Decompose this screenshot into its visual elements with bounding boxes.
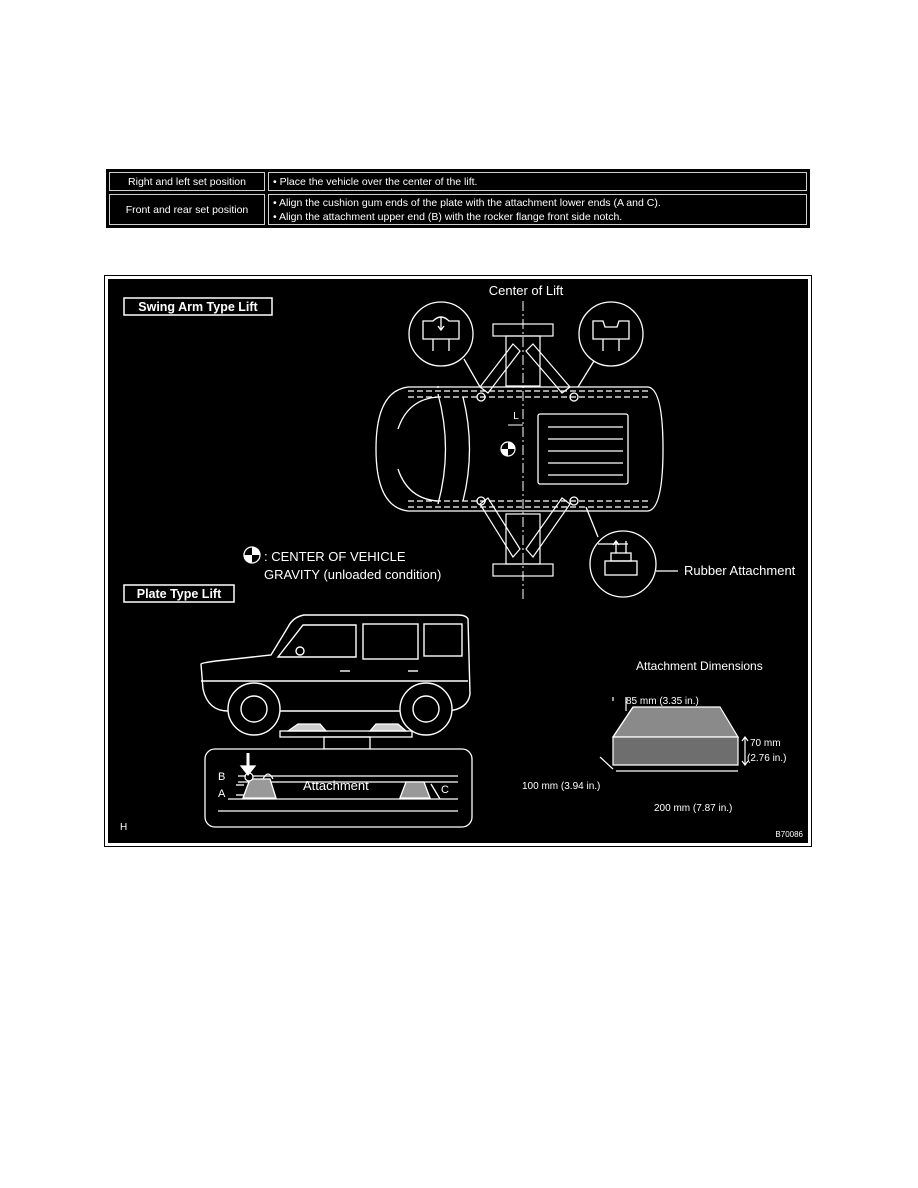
attachment-detail-box xyxy=(204,748,473,828)
dim-width-label: 200 mm (7.87 in.) xyxy=(654,803,732,814)
vehicle-side-view xyxy=(200,614,471,736)
plate-title: Plate Type Lift xyxy=(137,587,222,601)
lift-diagram-svg: Swing Arm Type Lift Center of Lift xyxy=(120,283,804,839)
dim-height-label-1: 70 mm xyxy=(750,738,781,749)
label-a: A xyxy=(218,788,226,800)
lift-diagram-figure: Swing Arm Type Lift Center of Lift xyxy=(104,275,812,847)
swing-arms xyxy=(479,343,571,559)
lift-post-top xyxy=(492,323,554,387)
plate-title-box: Plate Type Lift xyxy=(123,584,235,603)
gravity-legend-line2: GRAVITY (unloaded condition) xyxy=(264,567,441,582)
lift-post-bottom xyxy=(492,513,554,577)
attachment-label: Attachment xyxy=(303,778,369,793)
detail-circle-rubber xyxy=(585,506,678,598)
row-label: Right and left set position xyxy=(109,172,265,191)
row-value: • Align the cushion gum ends of the plat… xyxy=(268,194,807,225)
swing-arm-title-box: Swing Arm Type Lift xyxy=(123,297,273,316)
attachment-block-drawing xyxy=(599,697,749,772)
instruction-text: • Align the attachment upper end (B) wit… xyxy=(273,210,623,223)
l-dimension-label: L xyxy=(513,411,519,422)
vehicle-top-view xyxy=(375,386,664,512)
instruction-text: • Place the vehicle over the center of t… xyxy=(273,175,478,188)
gravity-symbol-vehicle xyxy=(500,441,516,457)
detail-circle-left xyxy=(408,301,481,388)
gravity-legend-icon xyxy=(243,546,261,564)
figure-code: B70086 xyxy=(775,830,803,839)
table-row: Front and rear set position • Align the … xyxy=(109,194,807,225)
row-label: Front and rear set position xyxy=(109,194,265,225)
corner-mark: H xyxy=(120,822,127,833)
instruction-text: • Align the cushion gum ends of the plat… xyxy=(273,196,661,209)
row-value: • Place the vehicle over the center of t… xyxy=(268,172,807,191)
gravity-legend-line1: : CENTER OF VEHICLE xyxy=(264,549,406,564)
dim-depth-label: 100 mm (3.94 in.) xyxy=(522,781,600,792)
center-of-lift-label: Center of Lift xyxy=(489,283,564,298)
dim-height-label-2: (2.76 in.) xyxy=(747,753,786,764)
lift-position-table: Right and left set position • Place the … xyxy=(106,169,810,228)
plate-lift xyxy=(279,723,413,750)
table-row: Right and left set position • Place the … xyxy=(109,172,807,191)
attachment-dimensions-title: Attachment Dimensions xyxy=(636,659,763,673)
detail-circle-right xyxy=(577,301,644,388)
label-b: B xyxy=(218,771,225,783)
dim-top-label: 85 mm (3.35 in.) xyxy=(626,696,699,707)
rubber-attachment-label: Rubber Attachment xyxy=(684,563,796,578)
label-c: C xyxy=(441,784,449,796)
swing-arm-title: Swing Arm Type Lift xyxy=(138,300,258,314)
